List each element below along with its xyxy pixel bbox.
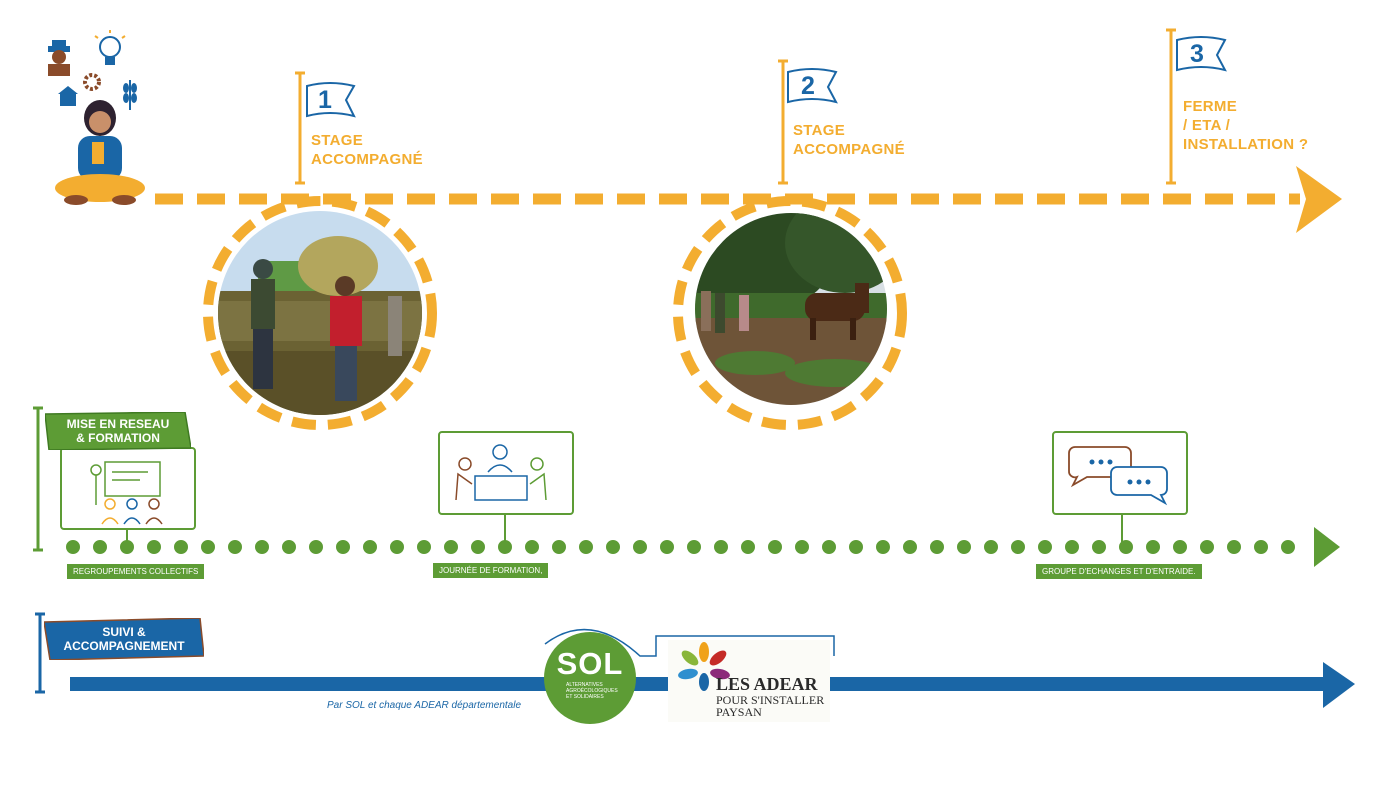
farmer-illustration bbox=[48, 30, 145, 205]
sol-logo: SOL ALTERNATIVES AGROÉCOLOGIQUES ET SOLI… bbox=[544, 632, 636, 724]
flag-3-shape bbox=[1176, 36, 1227, 72]
label-regroupements: REGROUPEMENTS COLLECTIFS bbox=[67, 564, 205, 579]
box-journee bbox=[438, 431, 574, 515]
network-banner-line2: & FORMATION bbox=[76, 431, 160, 445]
stage-1-photo bbox=[218, 211, 422, 415]
stage-3-label: FERME / ETA / INSTALLATION ? bbox=[1183, 98, 1309, 153]
green-timeline bbox=[33, 406, 1340, 567]
flag-number-3: 3 bbox=[1190, 40, 1204, 68]
photo-ring-1 bbox=[203, 196, 437, 430]
support-caption: Par SOL et chaque ADEAR départementale bbox=[327, 700, 522, 711]
stage-2-photo bbox=[695, 213, 887, 405]
adear-logo: LES ADEAR POUR S'INSTALLER PAYSAN bbox=[668, 640, 830, 722]
lightbulb-icon bbox=[94, 30, 126, 65]
label-groupe: GROUPE D'ECHANGES ET D'ENTRAIDE. bbox=[1036, 564, 1202, 579]
network-banner-line1: MISE EN RESEAU bbox=[66, 417, 170, 431]
seated-woman-figure bbox=[55, 100, 145, 205]
stage-2-label: STAGE ACCOMPAGNÉ bbox=[793, 122, 905, 158]
sol-logo-line2: AGROÉCOLOGIQUES bbox=[566, 688, 618, 694]
box-regroupements bbox=[60, 447, 196, 530]
orange-arrow-head bbox=[1296, 166, 1342, 233]
sol-logo-line1: ALTERNATIVES bbox=[566, 682, 603, 688]
sol-logo-line3: ET SOLIDAIRES bbox=[566, 694, 604, 700]
adear-flower-icon bbox=[678, 642, 730, 691]
label-journee: JOURNÉE DE FORMATION, bbox=[433, 563, 549, 578]
gear-icon bbox=[83, 73, 101, 91]
presentation-icon bbox=[90, 461, 163, 525]
network-banner: MISE EN RESEAU & FORMATION bbox=[45, 412, 191, 450]
green-arrow-head bbox=[1314, 527, 1340, 567]
speech-bubbles-icon bbox=[1068, 446, 1168, 506]
farmer-icon bbox=[48, 40, 70, 76]
stage-1-label: STAGE ACCOMPAGNÉ bbox=[311, 132, 423, 168]
flag-1-shape bbox=[306, 82, 356, 118]
flag-number-1: 1 bbox=[318, 86, 332, 114]
support-banner-line2: ACCOMPAGNEMENT bbox=[63, 639, 185, 653]
barn-icon bbox=[58, 86, 78, 106]
support-banner: SUIVI & ACCOMPAGNEMENT bbox=[44, 618, 204, 660]
support-banner-line1: SUIVI & bbox=[102, 625, 146, 639]
blue-arrow-head bbox=[1323, 662, 1355, 708]
flag-number-2: 2 bbox=[801, 72, 815, 100]
flag-2-shape bbox=[787, 68, 838, 104]
wheat-icon bbox=[123, 80, 137, 110]
adear-title: LES ADEAR bbox=[716, 674, 818, 694]
adear-line2: POUR S'INSTALLER bbox=[716, 693, 825, 707]
meeting-table-icon bbox=[455, 444, 547, 501]
photo-ring-2 bbox=[673, 196, 907, 430]
adear-line3: PAYSAN bbox=[716, 705, 762, 719]
sol-logo-name: SOL bbox=[556, 646, 624, 681]
